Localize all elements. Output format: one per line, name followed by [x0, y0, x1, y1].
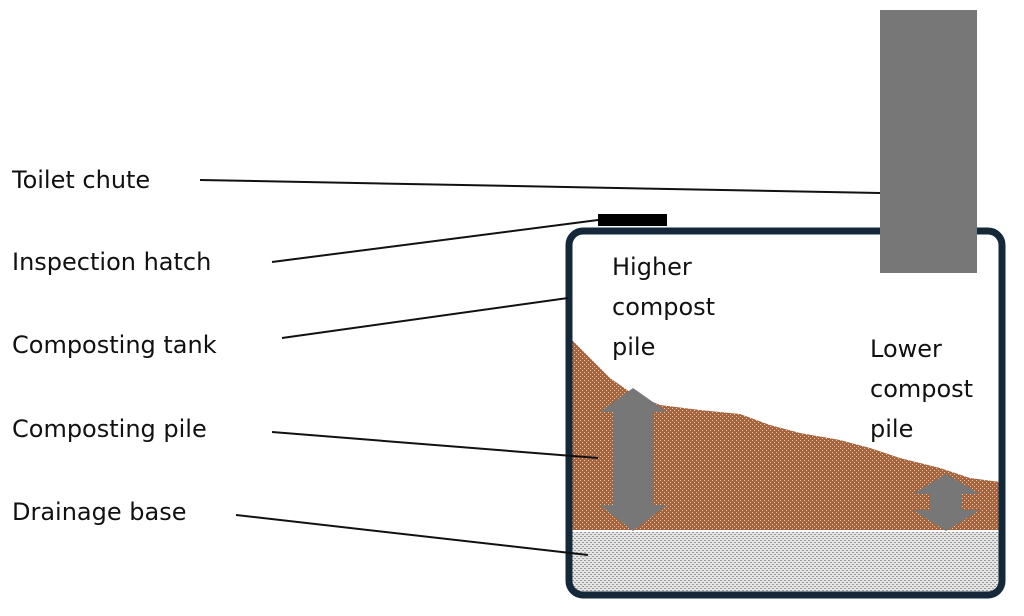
annotation-lower-3: pile [870, 415, 913, 443]
composting-tank [565, 227, 1006, 599]
leader-toilet-chute [199, 179, 881, 194]
toilet-chute [880, 10, 977, 273]
label-inspection-hatch: Inspection hatch [12, 248, 211, 276]
compost-pile [572, 340, 1000, 530]
annotation-higher-3: pile [612, 333, 655, 361]
higher-pile-arrow [600, 388, 667, 531]
lower-pile-arrow [913, 474, 980, 531]
annotation-lower-2: compost [870, 375, 973, 403]
leader-drainage-base [235, 514, 589, 556]
leader-composting-tank [281, 297, 569, 339]
leader-inspection-hatch [271, 219, 599, 263]
label-composting-pile: Composting pile [12, 415, 207, 443]
label-toilet-chute: Toilet chute [11, 166, 150, 194]
annotation-higher-2: compost [612, 293, 715, 321]
annotation-higher-1: Higher [612, 253, 692, 281]
annotation-lower-1: Lower [870, 335, 942, 363]
leader-composting-pile [271, 431, 599, 459]
label-composting-tank: Composting tank [12, 331, 217, 359]
label-drainage-base: Drainage base [12, 498, 186, 526]
drainage-base [572, 532, 1000, 592]
inspection-hatch [598, 214, 667, 226]
